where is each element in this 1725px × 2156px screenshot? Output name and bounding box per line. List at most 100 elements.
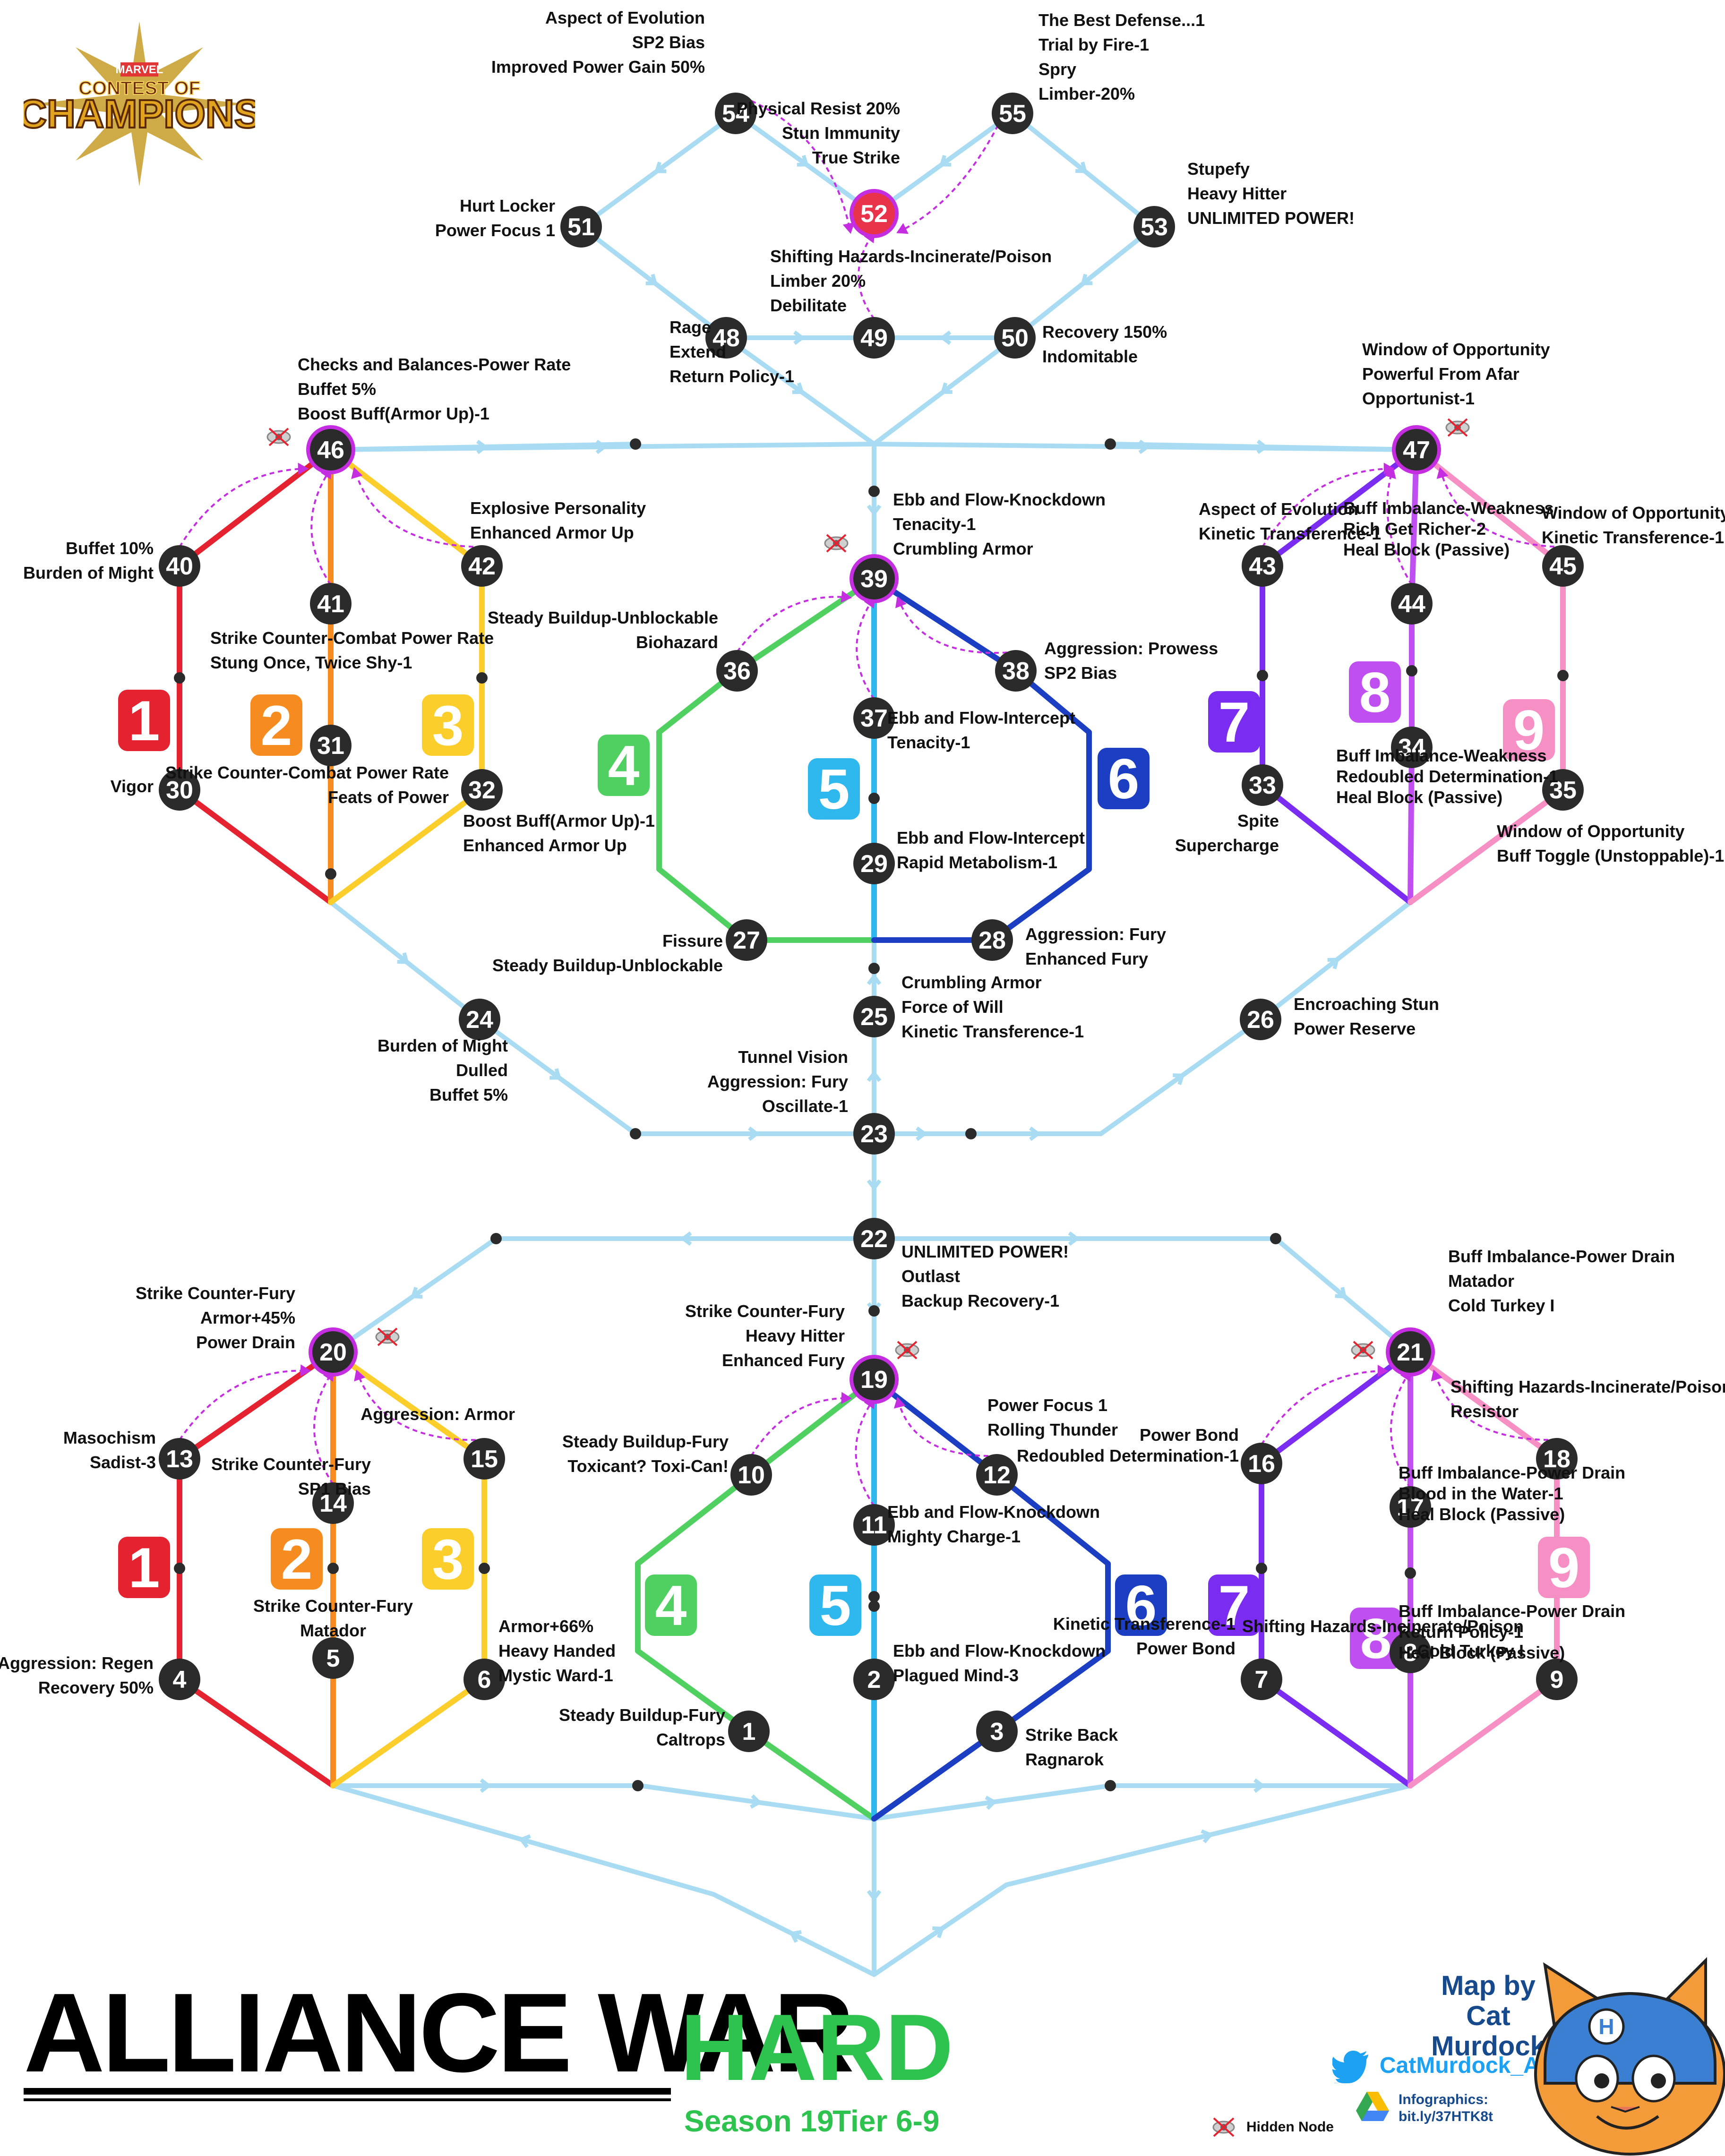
node-23[interactable]: 23: [853, 1113, 895, 1155]
hidden-node-markers: [266, 418, 1470, 1360]
label-line: Steady Buildup-Fury: [559, 1705, 725, 1725]
svg-text:8: 8: [1360, 1607, 1392, 1670]
label-line: Aggression: Fury: [707, 1072, 848, 1091]
buff-arrow: [351, 467, 482, 548]
node-31[interactable]: 31: [310, 725, 352, 766]
direction-arrow: [1327, 958, 1339, 969]
direction-arrow: [645, 274, 658, 285]
label-line: The Best Defense...1: [1038, 10, 1205, 30]
node-43[interactable]: 43: [1242, 545, 1283, 587]
node-49[interactable]: 49: [853, 317, 895, 359]
node-8[interactable]: 8: [1390, 1632, 1431, 1673]
node-21[interactable]: 21: [1386, 1327, 1435, 1377]
node-46[interactable]: 46: [306, 425, 355, 474]
node-52[interactable]: 52: [850, 189, 899, 238]
infographics-link[interactable]: bit.ly/37HTK8t: [1399, 2109, 1493, 2124]
node-number: 4: [173, 1666, 187, 1694]
label-line: Strike Counter-Combat Power Rate: [165, 763, 449, 782]
hidden-node-icon: [895, 1341, 919, 1360]
node-27[interactable]: 27: [726, 919, 767, 961]
node-51[interactable]: 51: [560, 206, 602, 248]
node-45[interactable]: 45: [1542, 545, 1584, 587]
node-30[interactable]: 30: [159, 769, 200, 811]
node-37[interactable]: 37: [853, 697, 895, 739]
node-1[interactable]: 1: [728, 1711, 770, 1752]
label-line: Steady Buildup-Fury: [562, 1432, 729, 1451]
node-11[interactable]: 11: [853, 1504, 895, 1546]
node-10[interactable]: 10: [730, 1454, 772, 1496]
node-12[interactable]: 12: [976, 1454, 1018, 1496]
node-42[interactable]: 42: [461, 545, 503, 587]
node-26[interactable]: 26: [1240, 999, 1281, 1040]
label-line: Opportunist-1: [1362, 389, 1475, 408]
path-badge-3: 3: [422, 694, 474, 757]
node-36[interactable]: 36: [716, 650, 758, 692]
node-38[interactable]: 38: [995, 650, 1037, 692]
node-4[interactable]: 4: [159, 1659, 200, 1700]
label-line: Strike Counter-Fury: [211, 1454, 371, 1474]
node-48[interactable]: 48: [705, 317, 747, 359]
node-13[interactable]: 13: [159, 1438, 200, 1480]
node-3[interactable]: 3: [976, 1711, 1018, 1752]
node-35[interactable]: 35: [1542, 769, 1584, 811]
node-2[interactable]: 2: [853, 1659, 895, 1700]
node-14[interactable]: 14: [312, 1482, 354, 1524]
node-5[interactable]: 5: [312, 1637, 354, 1679]
node-33[interactable]: 33: [1242, 764, 1283, 806]
junction-dot: [1270, 1233, 1281, 1244]
node-34[interactable]: 34: [1391, 727, 1433, 768]
node-29[interactable]: 29: [853, 843, 895, 884]
path-badge-7: 7: [1208, 1574, 1260, 1637]
label-line: Tunnel Vision: [738, 1047, 848, 1067]
node-25[interactable]: 25: [853, 996, 895, 1037]
node-15[interactable]: 15: [463, 1438, 505, 1480]
node-6[interactable]: 6: [463, 1659, 505, 1700]
node-44[interactable]: 44: [1391, 583, 1433, 625]
node-7[interactable]: 7: [1241, 1659, 1282, 1700]
node-17[interactable]: 17: [1390, 1486, 1431, 1528]
node-40[interactable]: 40: [159, 545, 200, 587]
label-line: Checks and Balances-Power Rate: [298, 355, 571, 374]
node-53[interactable]: 53: [1133, 206, 1175, 248]
hidden-node-icon: [375, 1327, 400, 1346]
buff-arrow: [313, 1369, 334, 1485]
node-20[interactable]: 20: [309, 1327, 358, 1377]
node-number: 48: [712, 325, 740, 352]
label-line: Heal Block (Passive): [1343, 540, 1510, 559]
label-line: Buff Toggle (Unstoppable)-1: [1497, 846, 1724, 865]
node-22[interactable]: 22: [853, 1218, 895, 1259]
node-28[interactable]: 28: [971, 919, 1013, 961]
node-32[interactable]: 32: [461, 769, 503, 811]
twitter-handle[interactable]: CatMurdock_Art: [1380, 2053, 1556, 2078]
direction-arrow: [748, 1126, 760, 1141]
node-39[interactable]: 39: [850, 554, 899, 603]
label-line: Aggression: Prowess: [1044, 639, 1218, 658]
junction-dot: [327, 1563, 339, 1574]
node-18[interactable]: 18: [1536, 1438, 1578, 1480]
node-9[interactable]: 9: [1536, 1659, 1578, 1700]
label-line: Outlast: [901, 1266, 960, 1286]
node-number: 43: [1249, 553, 1276, 580]
node-19[interactable]: 19: [850, 1355, 899, 1404]
credit-author: Cat Murdock: [1431, 2000, 1545, 2062]
path-badge-6: 6: [1098, 747, 1150, 811]
buff-arrow: [856, 596, 875, 700]
hidden-node-icon: [824, 534, 849, 553]
node-47[interactable]: 47: [1392, 425, 1441, 474]
node-24[interactable]: 24: [459, 999, 500, 1040]
node-50[interactable]: 50: [994, 317, 1036, 359]
node-16[interactable]: 16: [1241, 1443, 1282, 1484]
path-badge-5: 5: [808, 758, 860, 821]
node-55[interactable]: 55: [992, 93, 1033, 134]
label-line: Ebb and Flow-Knockdown: [887, 1502, 1100, 1522]
direction-arrow: [939, 155, 952, 167]
path6-line: [871, 576, 1092, 943]
node-41[interactable]: 41: [310, 583, 352, 625]
node-number: 12: [983, 1462, 1011, 1489]
node-54[interactable]: 54: [715, 93, 756, 134]
direction-arrow: [985, 1796, 997, 1810]
